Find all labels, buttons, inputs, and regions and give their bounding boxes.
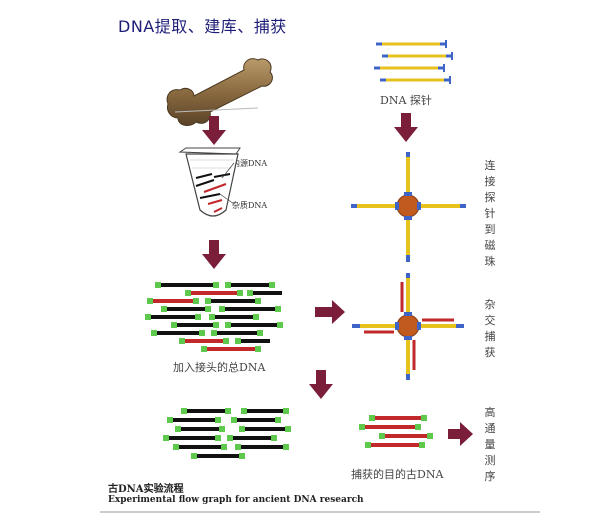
endogenous-dna-label: 内源DNA xyxy=(232,159,268,168)
library-dna-strands xyxy=(163,408,291,459)
tube-illustration xyxy=(178,147,241,217)
adapter-dna-strands xyxy=(145,282,283,352)
probe-label: DNA 探针 xyxy=(380,94,432,107)
bone-illustration xyxy=(166,58,273,126)
arrow-down-1 xyxy=(202,116,226,145)
probe-strands xyxy=(374,40,453,84)
flow-arrows xyxy=(202,113,473,446)
caption-en: Experimental flow graph for ancient DNA … xyxy=(108,495,364,505)
arrow-right-2 xyxy=(448,422,473,446)
captured-dna-label: 捕获的目的古DNA xyxy=(351,468,444,481)
contaminant-dna-label: 杂质DNA xyxy=(232,201,268,210)
bead-hybrid xyxy=(352,273,464,380)
arrow-right-1 xyxy=(315,300,345,324)
caption-cn: 古DNA实验流程 xyxy=(108,484,184,495)
adapter-total-dna-label: 加入接头的总DNA xyxy=(173,361,266,374)
sequencing-label: 高通量测序 xyxy=(484,406,496,483)
arrow-down-4 xyxy=(309,370,333,399)
captured-dna-strands xyxy=(359,415,433,448)
bead-probes xyxy=(351,152,466,262)
arrow-down-3 xyxy=(394,113,418,142)
arrow-down-2 xyxy=(202,240,226,269)
diagram-title: DNA提取、建库、捕获 xyxy=(118,17,287,36)
hybrid-capture-label: 杂交捕获 xyxy=(484,298,496,359)
link-probe-label: 连接探针到磁珠 xyxy=(484,159,496,268)
